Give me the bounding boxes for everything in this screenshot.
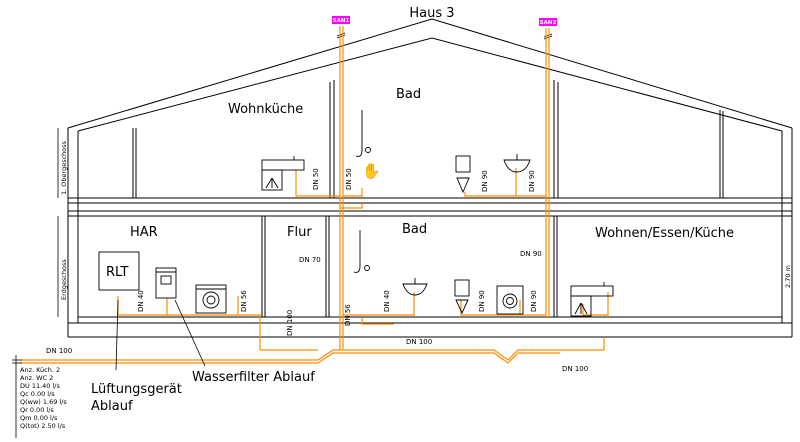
hand-cursor-icon: ✋	[362, 162, 381, 180]
floor-label-upper: 1. Obergeschoss	[60, 140, 68, 195]
pipe-label: DN 100	[286, 310, 294, 336]
riser-tag-san2-label: SAN2	[540, 20, 557, 26]
collector-pipe	[20, 337, 605, 364]
calc-line: Qc 0.00 l/s	[20, 390, 55, 398]
building-outline	[67, 18, 793, 338]
annotation-lueftung-line1: Lüftungsgerät	[91, 382, 182, 397]
drawing-title: Haus 3	[409, 6, 454, 21]
calc-line: Qm 0.00 l/s	[20, 414, 58, 422]
annotation-wasserfilter: Wasserfilter Ablauf	[192, 370, 315, 385]
riser-tag-san1: SAN1	[332, 16, 350, 24]
pipe-label: DN 50	[345, 168, 353, 190]
riser-pipes	[339, 26, 550, 350]
pipe-label: DN 56	[240, 290, 248, 312]
upper-drain-pipes	[295, 168, 546, 209]
riser-tag-san2: SAN2	[539, 18, 557, 26]
riser-tag-san1-label: SAN1	[333, 18, 350, 24]
room-label-bad-upper: Bad	[396, 87, 421, 102]
rlt-label: RLT	[106, 265, 128, 280]
pipe-label: DN 100	[46, 347, 72, 355]
calc-line: DU 11.40 l/s	[20, 382, 60, 390]
riser-vent-marks	[336, 32, 553, 40]
room-label-bad-ground: Bad	[402, 222, 427, 237]
upper-fixtures	[261, 110, 531, 194]
pipe-label: DN 90	[478, 290, 486, 312]
room-label-flur: Flur	[287, 225, 312, 240]
pipe-label: DN 40	[383, 290, 391, 312]
calc-line: Q(tot) 2.50 l/s	[20, 422, 66, 430]
annotation-lueftung-line2: Ablauf	[91, 399, 133, 414]
pipe-label: DN 56	[344, 304, 352, 326]
pipe-label: DN 70	[299, 256, 321, 264]
pipe-label: DN 90	[530, 290, 538, 312]
pipe-label: DN 40	[137, 290, 145, 312]
height-dimension: 2.70 m	[784, 265, 792, 288]
pipe-label: DN 100	[406, 338, 432, 346]
room-label-har: HAR	[130, 225, 158, 240]
calc-line: Anz. WC 2	[20, 374, 53, 382]
floor-label-ground: Erdgeschoss	[60, 259, 68, 300]
room-label-wohnen: Wohnen/Essen/Küche	[595, 226, 734, 241]
room-label-wohnkueche: Wohnküche	[228, 102, 303, 117]
calc-line: Anz. Küch. 2	[20, 366, 60, 374]
pipe-label: DN 100	[562, 365, 588, 373]
pipe-label: DN 90	[481, 170, 489, 192]
ground-fixtures	[98, 230, 614, 317]
calc-line: Qr 0.00 l/s	[20, 406, 54, 414]
collector-end	[12, 355, 22, 438]
pipe-label: DN 90	[520, 250, 542, 258]
annotation-leaders	[115, 299, 206, 371]
pipe-label: DN 90	[528, 170, 536, 192]
calc-line: Q(ww) 1.69 l/s	[20, 398, 67, 406]
calc-block: Anz. Küch. 2 Anz. WC 2 DU 11.40 l/s Qc 0…	[20, 366, 67, 430]
pipe-label: DN 50	[312, 168, 320, 190]
